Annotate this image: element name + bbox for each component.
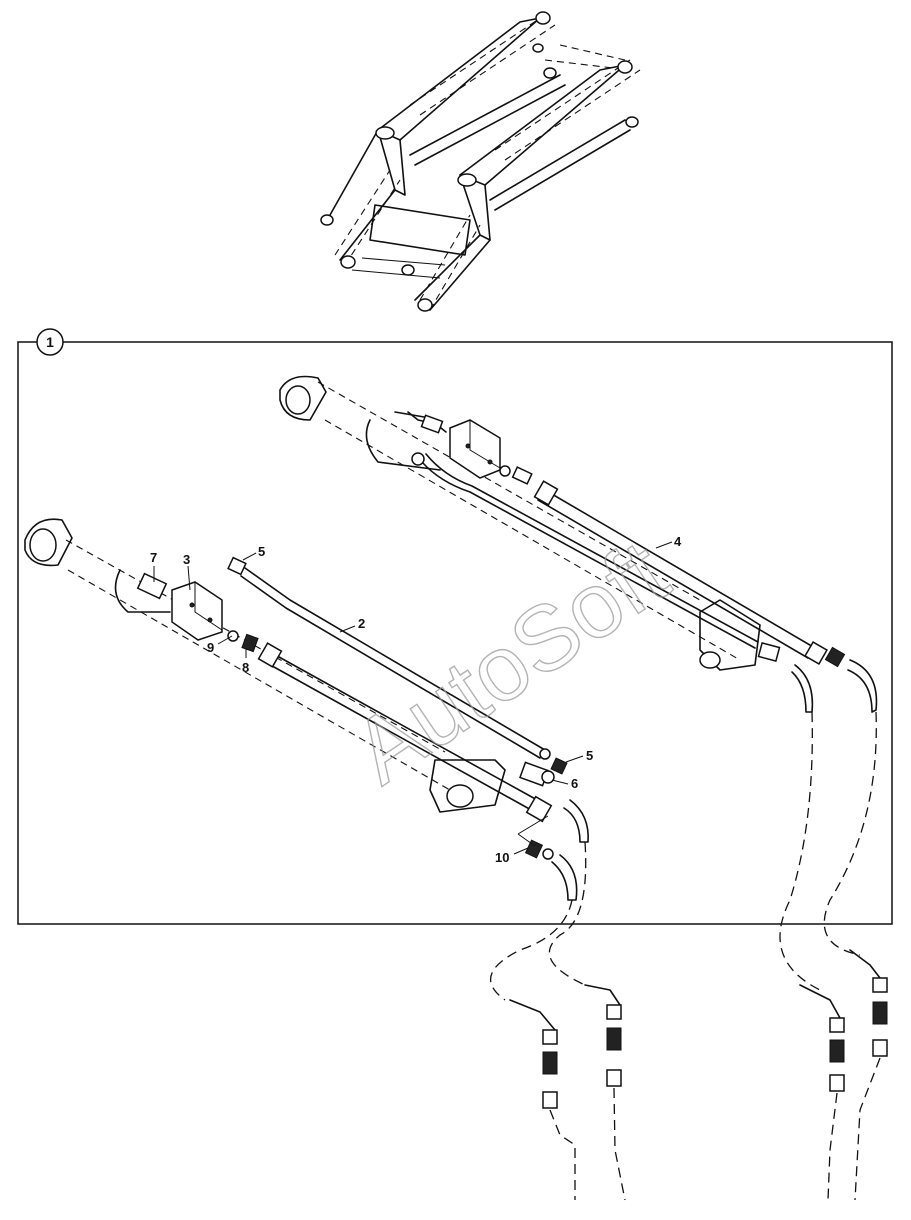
- svg-text:4: 4: [674, 534, 682, 549]
- svg-text:10: 10: [495, 850, 509, 865]
- pipe-left-lower: [257, 642, 589, 901]
- part-label-9: 9: [207, 635, 233, 655]
- svg-text:3: 3: [183, 552, 190, 567]
- pipe-4: [533, 480, 878, 713]
- part-label-6: 6: [551, 776, 578, 791]
- loader-frame-overview: [320, 11, 641, 312]
- hoses: [489, 711, 888, 1201]
- part-label-4: 4: [655, 534, 682, 549]
- valve-block-left: [136, 556, 259, 653]
- svg-text:2: 2: [358, 616, 365, 631]
- watermark: AutoSoft: [336, 521, 686, 803]
- part-label-5-lower: 5: [565, 748, 593, 763]
- svg-text:5: 5: [586, 748, 593, 763]
- svg-text:9: 9: [207, 640, 214, 655]
- svg-text:5: 5: [258, 544, 265, 559]
- part-label-10: 10: [495, 847, 529, 865]
- detail-callout-circle: [36, 328, 64, 356]
- part-label-7: 7: [150, 550, 157, 582]
- pipe-right-lower: [411, 452, 814, 713]
- valve-block-right: [407, 411, 533, 485]
- part-label-8: 8: [242, 648, 249, 675]
- part-label-5-upper: 5: [242, 544, 265, 561]
- detail-frame: [17, 341, 893, 925]
- pipe-2: [240, 567, 551, 760]
- detail-callout-number: 1: [46, 334, 54, 350]
- svg-text:7: 7: [150, 550, 157, 565]
- svg-text:6: 6: [571, 776, 578, 791]
- part-label-3: 3: [183, 552, 191, 591]
- svg-text:8: 8: [242, 660, 249, 675]
- part-label-2: 2: [339, 616, 365, 633]
